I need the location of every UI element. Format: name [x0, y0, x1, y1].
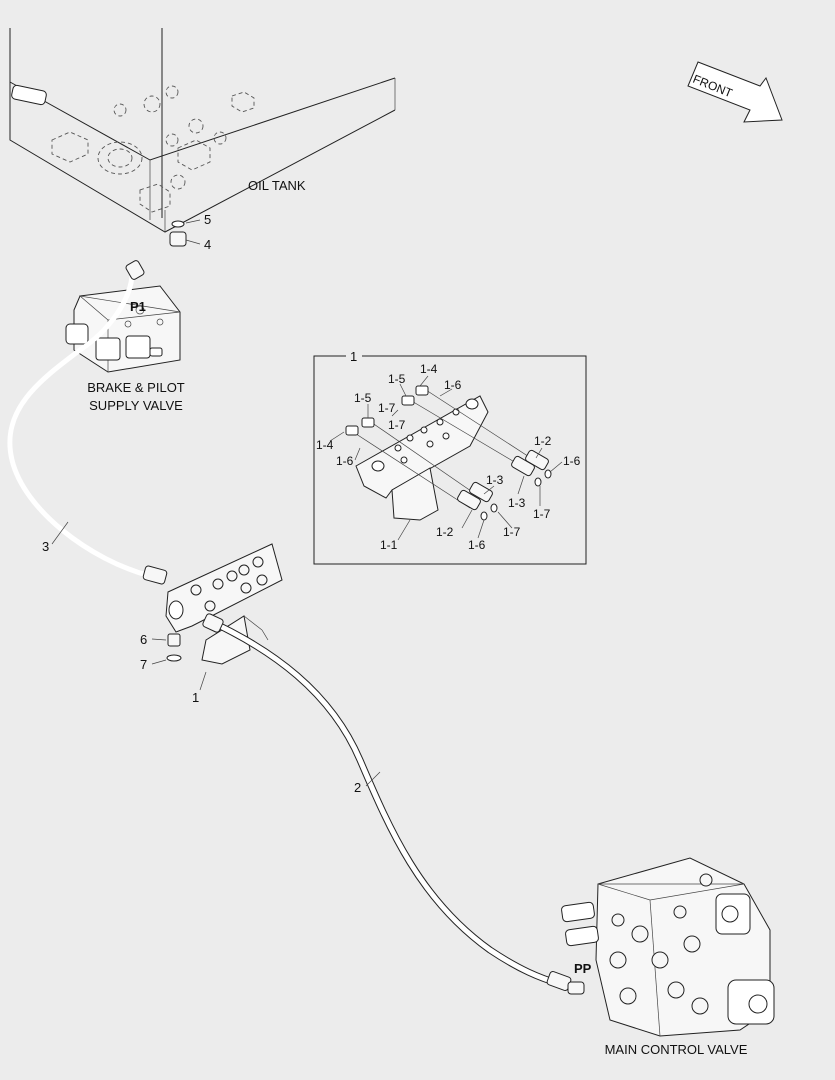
callout-2: 2 [354, 780, 361, 795]
callout-6: 6 [140, 632, 147, 647]
detail-title: 1 [350, 349, 357, 364]
callout-3: 3 [42, 539, 49, 554]
detail-label-1-6-top: 1-6 [444, 378, 462, 392]
detail-label-1-7-top: 1-7 [378, 401, 396, 415]
detail-label-1-5-top: 1-5 [388, 372, 406, 386]
hose-3: 3 [7, 260, 168, 585]
detail-label-1-1: 1-1 [380, 538, 398, 552]
part-4-plug [169, 231, 187, 247]
detail-label-1-7-left: 1-7 [388, 418, 406, 432]
main-control-valve-label: MAIN CONTROL VALVE [605, 1042, 748, 1057]
callout-4: 4 [204, 237, 211, 252]
brake-pilot-label-line2: SUPPLY VALVE [89, 398, 183, 413]
detail-label-1-2-right: 1-2 [534, 434, 552, 448]
callout-7: 7 [140, 657, 147, 672]
port-pp-label: PP [574, 961, 592, 976]
detail-label-1-7-right: 1-7 [533, 507, 551, 521]
hose-2: 2 [202, 613, 572, 991]
port-p1-label: P1 [130, 299, 146, 314]
detail-label-1-7-bottom: 1-7 [503, 525, 521, 539]
detail-label-1-3-mid: 1-3 [486, 473, 504, 487]
front-arrow: FRONT [687, 61, 783, 123]
callout-1: 1 [192, 690, 199, 705]
detail-label-1-5-left: 1-5 [354, 391, 372, 405]
oil-tank: OIL TANK 5 4 [9, 28, 396, 252]
detail-label-1-6-bottom: 1-6 [468, 538, 486, 552]
detail-label-1-6-left: 1-6 [336, 454, 354, 468]
detail-view-bracket: 1 [313, 349, 587, 565]
brake-pilot-label-line1: BRAKE & PILOT [87, 380, 185, 395]
detail-label-1-6-right: 1-6 [563, 454, 581, 468]
part-5-washer [171, 220, 185, 228]
oil-tank-label: OIL TANK [248, 178, 306, 193]
callout-5: 5 [204, 212, 211, 227]
detail-label-1-3-right: 1-3 [508, 496, 526, 510]
detail-label-1-2-bottom: 1-2 [436, 525, 454, 539]
detail-label-1-4-left: 1-4 [316, 438, 334, 452]
bracket-assembly-1: 6 7 1 [140, 543, 283, 705]
brake-pilot-supply-valve: P1 BRAKE & PILOT SUPPLY VALVE [65, 285, 185, 413]
detail-label-1-4-top: 1-4 [420, 362, 438, 376]
main-control-valve: PP MAIN CONTROL VALVE [561, 857, 775, 1057]
